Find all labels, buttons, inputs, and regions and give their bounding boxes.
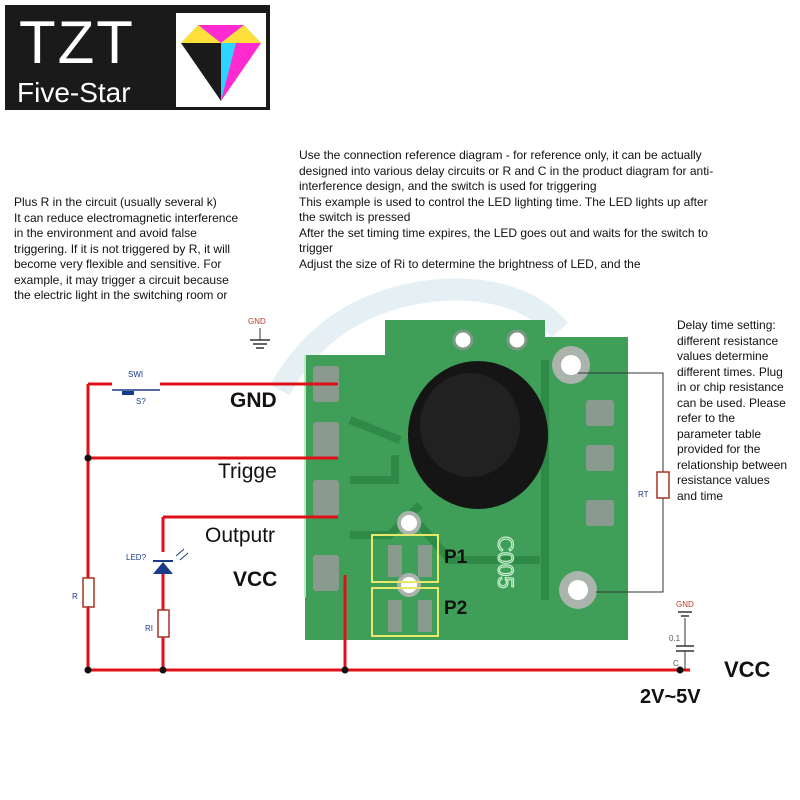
voltage-range: 2V~5V: [640, 686, 701, 708]
junctions: [84, 454, 684, 674]
gnd-symbol-top: GND: [248, 317, 270, 349]
pad-right-3: [586, 500, 614, 526]
delay-time-note: Delay time setting: different resistance…: [677, 318, 788, 503]
p1-pad-right: [418, 545, 432, 577]
board-marking: C005: [493, 536, 518, 589]
pad-right-1: [586, 400, 614, 426]
watermark-arc: [270, 278, 569, 396]
pad-trigger: [313, 422, 339, 458]
via-hole: [397, 511, 421, 535]
vcc-label: VCC: [724, 657, 771, 682]
mount-hole: [561, 355, 581, 375]
resistor-rt: RT: [578, 372, 670, 593]
switch-swi: SWI S?: [112, 370, 160, 406]
via-hole: [452, 329, 474, 351]
resistor-r-note: Plus R in the circuit (usually several k…: [14, 195, 239, 302]
pin-label-trigger: Trigge: [218, 460, 277, 483]
mount-hole: [568, 580, 588, 600]
logo-text-five-star: Five-Star: [17, 77, 131, 108]
gnd-right-label: GND: [676, 600, 694, 609]
pad-output: [313, 480, 339, 516]
connection-reference-note: Use the connection reference diagram - f…: [299, 148, 714, 271]
p1-pad-left: [388, 545, 402, 577]
diamond-icon: [181, 25, 261, 101]
pad-label-p1: P1: [444, 547, 468, 568]
p2-pad-left: [388, 600, 402, 632]
pad-label-p2: P2: [444, 598, 467, 619]
diamond-logo-box: [176, 13, 266, 107]
cap-label: C: [673, 659, 679, 668]
via-hole: [397, 573, 421, 597]
led-label: LED?: [126, 553, 147, 562]
switch-ref: S?: [136, 397, 146, 406]
logo-text-tzt: TZT: [19, 9, 135, 76]
pin-label-gnd: GND: [230, 389, 277, 412]
led: LED?: [126, 548, 189, 574]
resistor-r: R: [72, 577, 95, 608]
via-hole: [506, 329, 528, 351]
resistor-r-label: R: [72, 592, 78, 601]
capacitor-c: GND 0.1 C: [669, 600, 694, 670]
resistor-ri: RI: [145, 609, 170, 638]
pin-label-output: Outputr: [205, 524, 275, 547]
pin-label-vcc: VCC: [233, 568, 277, 591]
gnd-top-label: GND: [248, 317, 266, 326]
resistor-ri-label: RI: [145, 624, 153, 633]
p1-highlight-box: [371, 534, 439, 583]
p2-pad-right: [418, 600, 432, 632]
brand-logo: TZT Five-Star: [5, 5, 270, 110]
pad-vcc: [313, 555, 339, 591]
chip-blob-highlight: [420, 373, 520, 477]
red-wires: [86, 382, 690, 672]
pcb-board: C005: [304, 320, 628, 640]
resistor-rt-label: RT: [638, 490, 649, 499]
pad-right-2: [586, 445, 614, 471]
cap-value: 0.1: [669, 634, 681, 643]
switch-label: SWI: [128, 370, 143, 379]
p2-highlight-box: [371, 587, 439, 637]
